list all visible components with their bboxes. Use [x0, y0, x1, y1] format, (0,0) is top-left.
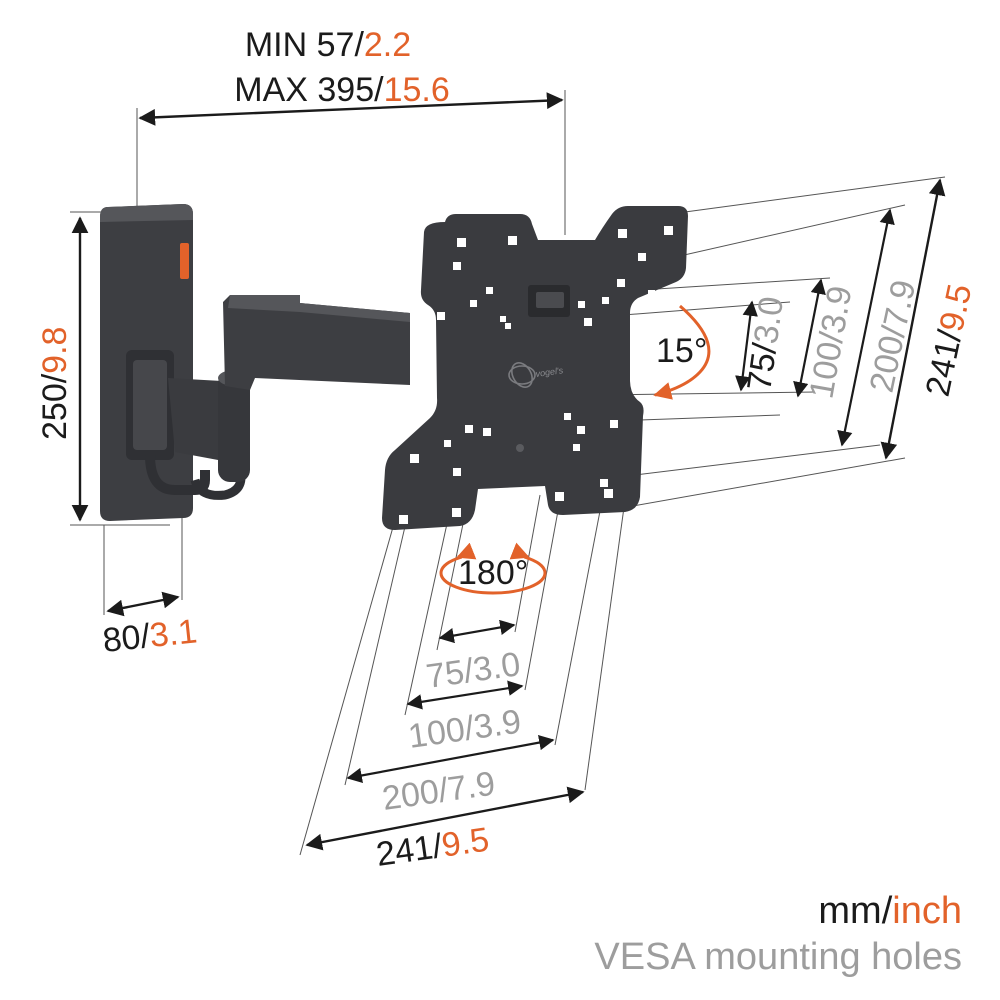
vesa-h-75-line: [438, 619, 516, 644]
vertical-vesa-dimensions: 75/3.0 100/3.9 200/7.9 241/9.5: [735, 178, 980, 460]
vesa-v-75-line: [735, 300, 758, 392]
vesa-h-200-line: [346, 734, 555, 784]
brand-logo: vogel's: [508, 362, 564, 388]
plate-depth-label: 80/3.1: [101, 612, 199, 660]
vesa-h-200-label: 200/7.9: [380, 765, 498, 818]
units-separator: /: [881, 890, 893, 932]
tilt-label: 15°: [656, 332, 707, 370]
vesa-h-100-line: [406, 680, 524, 710]
wall-plate-depth-dimension: 80/3.1: [101, 591, 199, 660]
plate-height-label: 250/9.8: [36, 327, 74, 440]
elbow-joint: [218, 372, 250, 482]
vesa-v-100-label: 100/3.9: [802, 283, 859, 401]
horizontal-vesa-dimensions: 75/3.0 100/3.9 200/7.9 241/9.5: [305, 619, 585, 874]
min-extension-label: MIN 57/2.2: [245, 26, 411, 64]
units-inch: inch: [892, 890, 962, 932]
vesa-v-100-line: [793, 278, 826, 398]
wall-plate-height-dimension: 250/9.8: [36, 216, 89, 522]
vesa-v-241-line: [880, 178, 946, 460]
vesa-v-75-label: 75/3.0: [740, 294, 791, 393]
swivel-indicator: 180°: [439, 542, 547, 595]
tilt-indicator: 15°: [653, 304, 711, 400]
upper-arm: [223, 295, 410, 390]
orange-tab: [180, 243, 189, 279]
vesa-h-241-label: 241/9.5: [374, 821, 492, 874]
vesa-legend: VESA mounting holes: [594, 936, 962, 978]
width-dimension: MIN 57/2.2 MAX 395/15.6: [138, 26, 564, 126]
units-mm: mm: [818, 890, 882, 932]
vesa-v-241-label: 241/9.5: [919, 281, 980, 400]
svg-text:vogel's: vogel's: [535, 365, 564, 379]
swivel-label: 180°: [458, 554, 528, 592]
units-legend: mm/inch: [818, 890, 962, 933]
tv-plate: vogel's: [382, 206, 688, 530]
vesa-holes: [399, 226, 673, 524]
max-extension-label: MAX 395/15.6: [234, 71, 450, 109]
wall-mount-product: vogel's: [100, 204, 688, 530]
vesa-h-241-line: [305, 786, 585, 851]
